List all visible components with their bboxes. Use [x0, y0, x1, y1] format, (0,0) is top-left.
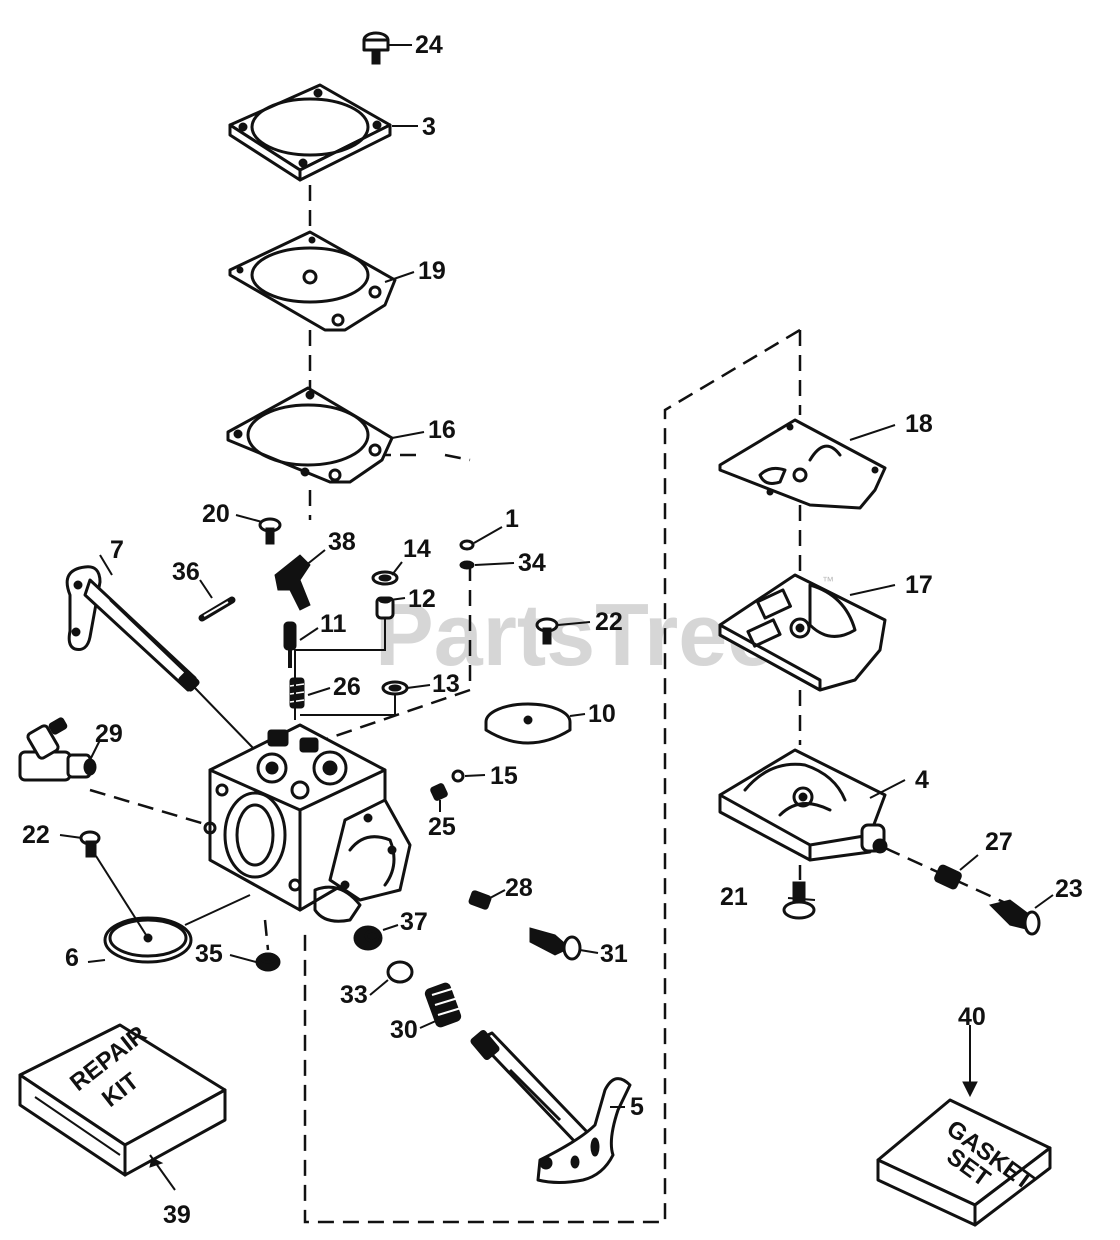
spring-27	[934, 864, 962, 890]
diaphragm-19	[228, 230, 397, 332]
label-12: 12	[408, 585, 436, 613]
washer-33	[386, 960, 414, 984]
label-36: 36	[172, 558, 200, 586]
pin-36	[198, 596, 236, 622]
label-33: 33	[340, 981, 368, 1009]
label-37: 37	[400, 908, 428, 936]
ball-15	[451, 769, 465, 783]
disc-10	[484, 702, 572, 745]
cover-plate-3	[228, 83, 392, 182]
spring-28	[468, 890, 492, 910]
watermark-trademark: ™	[822, 574, 834, 588]
label-4: 4	[915, 766, 929, 794]
spring-30	[424, 982, 462, 1028]
label-38: 38	[328, 528, 356, 556]
needle-31	[529, 927, 582, 961]
watermark-text: PartsTree	[375, 585, 776, 684]
screw-22-left	[79, 830, 101, 858]
spring-25	[430, 783, 448, 801]
screw-21	[782, 881, 816, 920]
label-16: 16	[428, 416, 456, 444]
gasket-set-box-40: GASKET SET	[876, 1098, 1052, 1227]
carburetor-body	[203, 723, 412, 923]
label-3: 3	[422, 113, 436, 141]
label-22-upper: 22	[595, 608, 623, 636]
callout-labels: 24 3 19 16 18 17 4 27 21 23 20 38 7 36 1…	[22, 31, 1083, 1229]
needle-23	[989, 899, 1041, 936]
repair-kit-box-39: REPAIR KIT	[18, 1021, 227, 1177]
seal-37	[353, 925, 383, 951]
throttle-plate-6	[103, 916, 193, 964]
label-29: 29	[95, 720, 123, 748]
screw-20	[258, 517, 282, 545]
label-17: 17	[905, 571, 933, 599]
screw-22-upper	[535, 617, 559, 645]
plug-35	[255, 952, 281, 972]
label-15: 15	[490, 762, 518, 790]
spring-26	[289, 677, 305, 709]
label-21: 21	[720, 883, 748, 911]
label-19: 19	[418, 257, 446, 285]
pump-plate-17	[718, 573, 887, 692]
label-13: 13	[432, 670, 460, 698]
lever-38	[274, 554, 311, 611]
label-28: 28	[505, 874, 533, 902]
choke-shaft-7	[65, 565, 256, 751]
label-25: 25	[428, 813, 456, 841]
label-39: 39	[163, 1201, 191, 1229]
screw-24	[362, 31, 390, 65]
label-40: 40	[958, 1003, 986, 1031]
ring-1	[459, 539, 475, 551]
throttle-shaft-5	[470, 1029, 632, 1184]
label-31: 31	[600, 940, 628, 968]
label-6: 6	[65, 944, 79, 972]
gasket-16	[226, 386, 394, 484]
label-14: 14	[403, 535, 431, 563]
label-35: 35	[195, 940, 223, 968]
label-34: 34	[518, 549, 546, 577]
label-23: 23	[1055, 875, 1083, 903]
disc-13	[381, 680, 409, 696]
disc-14	[371, 570, 399, 586]
metering-body-4	[718, 748, 888, 862]
label-20: 20	[202, 500, 230, 528]
label-30: 30	[390, 1016, 418, 1044]
fuel-fitting-29	[18, 717, 97, 782]
label-5: 5	[630, 1093, 644, 1121]
gasket-18	[718, 418, 887, 510]
label-22-left: 22	[22, 821, 50, 849]
leader-lines	[59, 44, 1054, 1191]
assembly-dashed-lines	[89, 160, 1011, 1224]
inlet-needle-11	[283, 621, 297, 668]
label-27: 27	[985, 828, 1013, 856]
label-11: 11	[320, 610, 347, 638]
washer-34	[459, 560, 475, 570]
label-18: 18	[905, 410, 933, 438]
label-1: 1	[505, 505, 519, 533]
label-7: 7	[110, 536, 124, 564]
label-26: 26	[333, 673, 361, 701]
label-10: 10	[588, 700, 616, 728]
label-24: 24	[415, 31, 443, 59]
